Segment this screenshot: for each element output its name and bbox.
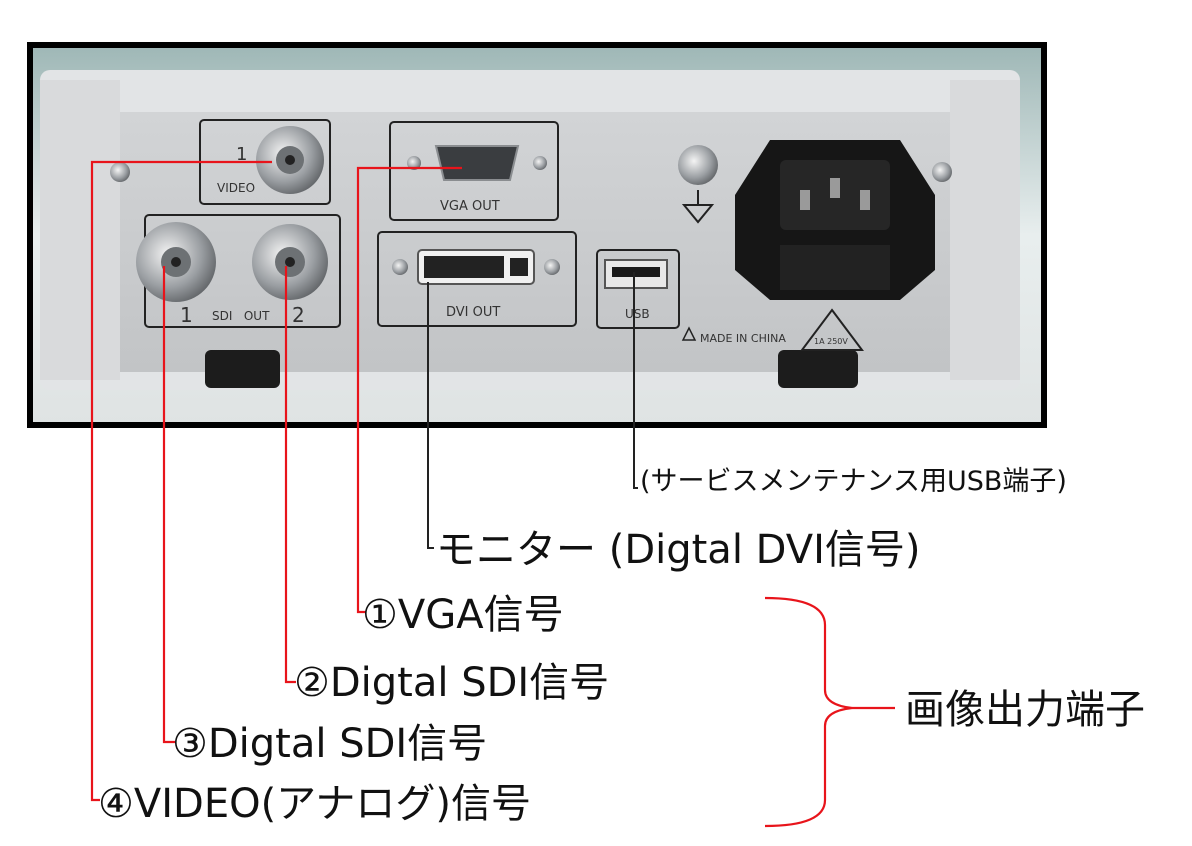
group-label-image-output: 画像出力端子 (905, 687, 1145, 733)
leader-line-usb (633, 272, 638, 489)
leader-lines-black (427, 272, 638, 549)
rating-marking: 1A 250V (800, 308, 864, 351)
screw-icon (932, 162, 952, 182)
power-inlet (735, 140, 935, 300)
leader-line-sdi-2 (284, 266, 296, 684)
video-port: 1 VIDEO (199, 119, 331, 205)
callout-video-4: ④VIDEO(アナログ)信号 (98, 781, 531, 827)
screw-icon (110, 162, 130, 182)
fuse-warning-icon (800, 308, 864, 351)
callout-usb-service: (サービスメンテナンス用USB端子) (640, 466, 1067, 497)
group-bracket (764, 596, 853, 828)
sdi-port-number-2: 2 (292, 303, 305, 327)
made-in-label: MADE IN CHINA (700, 332, 786, 345)
ground-terminal (678, 145, 718, 224)
ground-symbol-icon (681, 204, 715, 224)
leader-line-dvi (427, 282, 434, 549)
leader-line-vga (356, 166, 462, 614)
dvi-port: DVI OUT (377, 231, 577, 327)
callout-vga: ①VGA信号 (362, 592, 564, 638)
vga-port: VGA OUT (389, 121, 559, 221)
ground-screw-icon (678, 145, 718, 185)
made-in-marking: MADE IN CHINA (681, 326, 786, 345)
warning-icon (681, 326, 697, 341)
video-port-label: VIDEO (217, 181, 255, 195)
leader-line-video (90, 160, 272, 802)
vga-port-label: VGA OUT (440, 199, 500, 214)
foot-right (778, 350, 858, 388)
rating-label: 1A 250V (814, 337, 848, 346)
vga-connector-icon (434, 145, 520, 181)
callout-sdi-3: ③Digtal SDI信号 (172, 721, 488, 767)
dvi-port-label: DVI OUT (446, 305, 500, 320)
sdi-port-label: SDI OUT (212, 309, 270, 323)
leader-line-sdi-1 (162, 266, 175, 744)
callout-monitor-dvi: モニター (Digtal DVI信号) (436, 527, 921, 573)
sdi-ports: 1 SDI OUT 2 (136, 214, 341, 328)
usb-port: USB (596, 249, 680, 329)
callout-sdi-2: ②Digtal SDI信号 (294, 660, 610, 706)
usb-port-label: USB (625, 307, 650, 321)
sdi-port-number-1: 1 (180, 303, 193, 327)
leader-lines (90, 160, 895, 828)
foot-left (205, 350, 280, 388)
video-port-number: 1 (236, 144, 247, 165)
